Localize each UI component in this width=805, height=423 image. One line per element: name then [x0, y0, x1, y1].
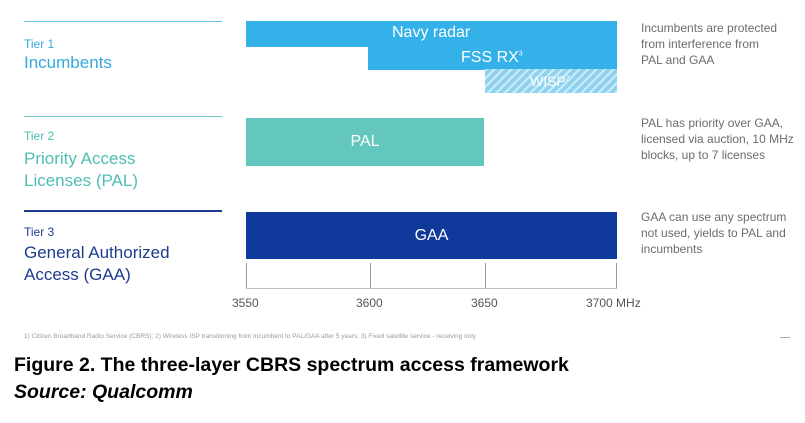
tier3-description-line: incumbents [641, 242, 703, 256]
wisp-label: WISP2 [530, 73, 570, 89]
tier2-label: Tier 2 [24, 129, 55, 143]
tier1-description-line: PAL and GAA [641, 53, 715, 67]
navy-radar-label: Navy radar [392, 24, 471, 41]
tier1-description-line: from interference from [641, 37, 760, 51]
fss-rx-bar: FSS RX3 [368, 45, 617, 70]
tier2-description: PAL has priority over GAA, licensed via … [641, 115, 801, 163]
tier1-description-line: Incumbents are protected [641, 21, 778, 35]
tier2-name-line-2: Licenses (PAL) [24, 171, 139, 190]
tier3-divider [24, 210, 222, 212]
tier2-description-line: licensed via auction, 10 MHz [641, 132, 794, 146]
tier3-description-line: GAA can use any spectrum [641, 210, 787, 224]
axis-tick-label: 3600 [356, 296, 383, 310]
gaa-label: GAA [414, 226, 449, 244]
axis-tick [370, 263, 371, 288]
gaa-bar: GAA [246, 212, 617, 259]
axis-tick [616, 263, 617, 288]
footnote-divider [780, 337, 790, 338]
tier3-description: GAA can use any spectrum not used, yield… [641, 209, 801, 257]
tier2-description-line: blocks, up to 7 licenses [641, 148, 766, 162]
fss-rx-label: FSS RX3 [461, 49, 523, 67]
tier2-name: Priority Access Licenses (PAL) [24, 148, 138, 192]
tier1-name-line: Incumbents [24, 53, 112, 72]
tier2-divider [24, 116, 222, 117]
frequency-axis-line [246, 288, 617, 289]
tier3-name-line-1: General Authorized [24, 243, 170, 262]
axis-tick [485, 263, 486, 288]
tier1-divider [24, 21, 222, 22]
tier1-name: Incumbents [24, 52, 112, 74]
tier3-label: Tier 3 [24, 225, 55, 239]
tier1-label: Tier 1 [24, 37, 55, 51]
tier1-description: Incumbents are protected from interferen… [641, 20, 801, 68]
wisp-bar: WISP2 [485, 69, 617, 93]
tier3-name: General Authorized Access (GAA) [24, 242, 170, 286]
fss-rx-text: FSS RX [461, 49, 519, 66]
pal-bar: PAL [246, 118, 484, 166]
tier3-name-line-2: Access (GAA) [24, 265, 131, 284]
fss-rx-superscript: 3 [518, 50, 523, 58]
figure-title: Figure 2. The three-layer CBRS spectrum … [14, 354, 569, 376]
tier3-description-line: not used, yields to PAL and [641, 226, 786, 240]
wisp-superscript: 2 [565, 75, 570, 83]
navy-radar-bar: Navy radar [246, 21, 617, 47]
axis-tick-label: 3700 MHz [586, 296, 641, 310]
pal-label: PAL [350, 133, 380, 150]
axis-tick-label: 3550 [232, 296, 259, 310]
wisp-text: WISP [530, 73, 566, 89]
tier2-description-line: PAL has priority over GAA, [641, 116, 784, 130]
tier2-name-line-1: Priority Access [24, 149, 136, 168]
figure-source: Source: Qualcomm [14, 381, 193, 403]
footnote: 1) Citizen Broadband Radio Service (CBRS… [24, 333, 477, 340]
axis-tick [246, 263, 247, 288]
axis-tick-label: 3650 [471, 296, 498, 310]
